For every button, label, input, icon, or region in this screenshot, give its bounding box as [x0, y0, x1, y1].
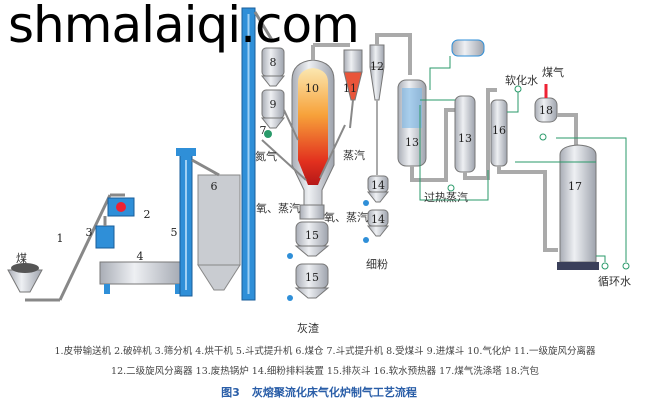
watermark: shmalaiqi.com [8, 0, 360, 54]
number-2: 2 [144, 208, 151, 221]
screener-3 [95, 216, 115, 249]
number-11: 11 [343, 82, 357, 95]
label-nitrogen: 氮气 [255, 149, 277, 163]
label-circulating-water: 循环水 [598, 275, 631, 288]
bucket-elevator-7 [241, 7, 274, 301]
steam-drum-18 [534, 84, 578, 145]
number-7: 7 [260, 124, 267, 137]
number-13a: 13 [405, 136, 419, 149]
number-4: 4 [137, 250, 144, 263]
number-3: 3 [86, 226, 93, 239]
number-9: 9 [270, 98, 277, 111]
coal-feed-hopper-9 [260, 89, 286, 138]
number-14b: 14 [371, 213, 385, 226]
number-10: 10 [305, 82, 319, 95]
number-8: 8 [270, 56, 277, 69]
figure-caption: 图3 灰熔聚流化床气化炉制气工艺流程 [0, 384, 650, 400]
coal-receiving-hopper-8 [260, 47, 286, 87]
label-superheated-steam: 过热蒸汽 [424, 190, 468, 204]
label-oxygen-steam-2: 氧、蒸汽 [324, 210, 368, 224]
number-14a: 14 [371, 179, 385, 192]
number-6: 6 [211, 180, 218, 193]
waste-heat-boiler-13a [397, 79, 460, 182]
label-steam: 蒸汽 [343, 148, 365, 162]
number-13b: 13 [458, 132, 472, 145]
soft-water-preheater-16 [490, 85, 558, 252]
primary-cyclone-11 [343, 49, 363, 129]
label-ash: 灰渣 [297, 321, 319, 335]
gasifier-10 [261, 43, 350, 206]
legend-line-2: 12.二级旋风分离器 13.废热锅炉 14.细粉排料装置 15.排灰斗 16.软… [111, 366, 539, 377]
coal-silo-6 [191, 158, 241, 291]
label-coal: 煤 [16, 252, 27, 265]
label-softened-water: 软化水 [505, 73, 538, 87]
number-15a: 15 [305, 229, 319, 242]
bucket-elevator-5 [176, 148, 196, 297]
crusher-2 [107, 197, 135, 217]
gas-scrubber-17 [515, 137, 630, 270]
figure-title: 灰熔聚流化床气化炉制气工艺流程 [251, 386, 417, 399]
number-16: 16 [492, 124, 506, 137]
secondary-cyclone-12 [369, 33, 412, 175]
waste-heat-boiler-13b [419, 88, 497, 201]
number-18: 18 [539, 104, 553, 117]
ash-hopper-15 [287, 204, 330, 301]
dryer-4 [99, 261, 187, 294]
number-17: 17 [568, 180, 582, 193]
figure-number: 图3 [221, 386, 240, 399]
number-1: 1 [57, 232, 64, 245]
number-12: 12 [370, 60, 384, 73]
belt-conveyor-1 [25, 193, 125, 302]
label-fines: 细粉 [366, 258, 388, 271]
coal-hopper [7, 263, 43, 293]
legend-line-1: 1.皮带输送机 2.破碎机 3.筛分机 4.烘干机 5.斗式提升机 6.煤仓 7… [54, 346, 596, 357]
number-5: 5 [171, 226, 178, 239]
fines-discharge-14 [363, 175, 390, 243]
label-gas: 煤气 [542, 65, 564, 79]
label-oxygen-steam-1: 氧、蒸汽 [256, 201, 300, 215]
number-15b: 15 [305, 271, 319, 284]
heat-exchanger-top [429, 39, 485, 90]
